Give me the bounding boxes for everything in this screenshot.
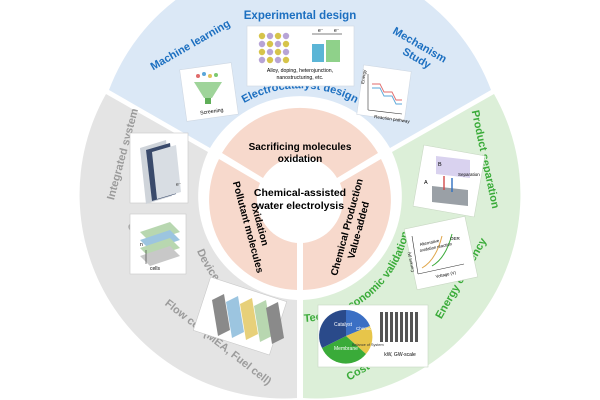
energy-current: Current (A): [406, 251, 415, 273]
cost-scale: kW, GW-scale: [384, 352, 416, 358]
cell-stack-panel: n cells: [129, 213, 187, 275]
cost-panel: Catalyst Chemical Membrane Balance of Sy…: [317, 304, 429, 368]
integrated-system-panel: e⁻: [129, 132, 189, 204]
cost-membrane: Membrane: [334, 346, 358, 352]
inner-ring: [209, 107, 391, 290]
energy-alt-2: oxidation reaction: [419, 241, 453, 253]
energy-efficiency-panel: OER Alternative oxidation reaction Volta…: [403, 215, 479, 291]
energy-oer: OER: [450, 236, 461, 241]
screening-panel: Screening: [179, 62, 239, 122]
inner-sector-right: [303, 159, 391, 290]
alloy-grid-icon: [258, 32, 290, 64]
center-title-line2: water electrolysis: [255, 200, 344, 212]
cost-catalyst: Catalyst: [334, 322, 353, 328]
inner-top-line1: Sacrificing molecules: [249, 142, 352, 153]
center-circle: [258, 159, 342, 243]
mechanism-y-label: Energy: [360, 69, 367, 85]
energy-alt-1: Alternative: [419, 238, 440, 247]
mechanism-x-label: Reaction pathway: [374, 114, 411, 124]
inner-sector-top: [222, 107, 378, 178]
stack-bars-icon: [380, 312, 418, 342]
inner-sector-left: [209, 159, 297, 290]
center-title-line1: Chemical-assisted: [254, 187, 346, 199]
energy-diagram-icon: [367, 74, 403, 115]
cost-balance: Balance of System: [352, 343, 384, 347]
experimental-caption-2: nanostructuring, etc.: [276, 75, 323, 81]
electron-label-2: e⁻: [334, 28, 340, 34]
cost-pie: [319, 309, 373, 364]
inner-top-line2: oxidation: [278, 154, 322, 165]
cost-chemical: Chemical: [356, 326, 375, 331]
label-experimental-design: Experimental design: [244, 10, 356, 22]
separation-b: B: [438, 162, 442, 168]
separation-panel: B A Separation: [412, 144, 486, 218]
experimental-caption-1: Alloy, doping, heterojunction,: [267, 68, 333, 74]
flow-cell-panel: [192, 276, 288, 356]
cell-stack-n: n: [140, 242, 143, 248]
separation-caption: Separation: [458, 172, 480, 177]
screening-caption: Screening: [200, 107, 224, 116]
separation-a: A: [424, 180, 428, 186]
funnel-icon: [194, 72, 222, 104]
heterojunction-icon: e⁻ e⁻: [312, 28, 342, 62]
electron-label-1: e⁻: [318, 28, 324, 34]
experimental-panel: e⁻ e⁻ Alloy, doping, heterojunction, nan…: [246, 25, 355, 87]
energy-voltage: Voltage (V): [435, 270, 457, 279]
svg-text:e⁻: e⁻: [176, 182, 182, 188]
mechanism-panel: Energy Reaction pathway: [356, 64, 412, 124]
cell-stack-caption: cells: [150, 266, 161, 272]
